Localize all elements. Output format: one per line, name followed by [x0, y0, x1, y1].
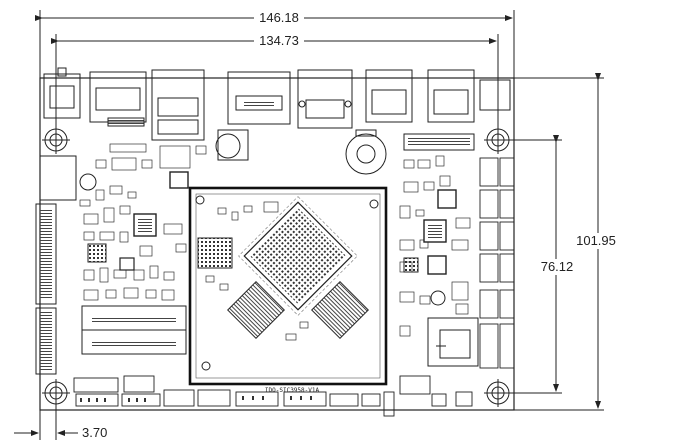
- dimension-hole-spacing-width: 134.73: [51, 33, 499, 128]
- ic-chip-right-3: [427, 255, 447, 275]
- m2-slot-header: [403, 133, 475, 151]
- edge-offset-value: 3.70: [82, 425, 107, 440]
- memory-chip-right: [311, 281, 369, 339]
- right-round-component: [430, 290, 446, 306]
- ic-chip-right-1: [437, 189, 457, 209]
- mounting-hole-top-left: [42, 126, 70, 154]
- vga-connector: [297, 69, 353, 129]
- wifi-module: [427, 317, 479, 367]
- so-dimm-slot: [81, 305, 187, 355]
- dimension-edge-offset: 3.70: [14, 395, 107, 440]
- module-name-label: IDO-SIC3958-V1A: [265, 387, 320, 394]
- rj45-connector-1: [365, 69, 413, 123]
- ic-chip-right-4: [403, 257, 419, 273]
- right-connector-column: [479, 157, 515, 369]
- soc-chip: [238, 196, 358, 316]
- bottom-connector-row: [73, 375, 473, 417]
- ic-chip-left-1-core: [138, 218, 152, 232]
- core-module-inner: [195, 193, 381, 379]
- module-mount-hole-bottom-left: [201, 361, 211, 371]
- module-mount-hole-top-right: [369, 199, 379, 209]
- hole-spacing-height-value: 76.12: [541, 259, 574, 274]
- ic-chip-right-2-core: [428, 224, 442, 238]
- ic-chip-left-2: [169, 171, 189, 189]
- rj45-connector-2: [427, 69, 475, 123]
- display-port-connector: [227, 71, 291, 125]
- mounting-hole-bottom-left: [42, 379, 70, 407]
- module-small-components: [205, 201, 309, 341]
- pmic-chip: [197, 237, 233, 269]
- module-mount-hole-top-left: [195, 195, 205, 205]
- usb-stack-connector: [151, 69, 205, 141]
- left-lower-header: [35, 307, 57, 375]
- left-gpio-header: [35, 203, 57, 305]
- left-top-connector: [39, 155, 77, 201]
- dimension-overall-height: 101.95: [514, 73, 619, 411]
- ic-chip-left-3: [87, 243, 107, 263]
- bottom-pin-marks: [80, 396, 312, 402]
- memory-chip-left: [227, 281, 285, 339]
- overall-height-value: 101.95: [576, 233, 616, 248]
- dc-power-jack: [43, 67, 81, 119]
- mounting-hole-top-right: [484, 126, 512, 154]
- buzzer: [215, 129, 249, 161]
- mounting-hole-bottom-right: [484, 379, 512, 407]
- hdmi-connector: [89, 71, 147, 127]
- dimension-hole-spacing-height: 76.12: [500, 135, 579, 394]
- dimension-overall-width: 146.18: [35, 10, 515, 80]
- ic-chip-left-4: [119, 257, 135, 271]
- hole-spacing-width-value: 134.73: [259, 33, 299, 48]
- overall-width-value: 146.18: [259, 10, 299, 25]
- right-component-field: [399, 155, 471, 337]
- left-component-field: [79, 143, 207, 301]
- battery-holder: [345, 129, 387, 175]
- small-top-right-header: [479, 79, 511, 111]
- left-round-component: [79, 173, 97, 191]
